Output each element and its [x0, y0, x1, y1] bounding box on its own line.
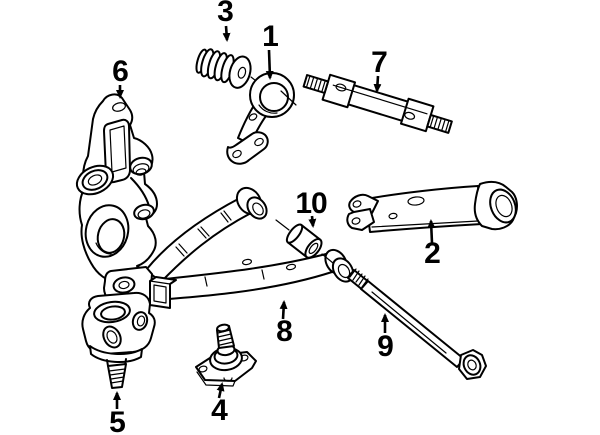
knuckle-top-hole — [112, 102, 126, 112]
callout-arrow-7 — [373, 75, 382, 93]
ball-stud — [107, 363, 127, 389]
callout-label-5: 5 — [109, 406, 125, 435]
part-8-lower-control-arm — [103, 186, 360, 309]
front-eye — [246, 196, 268, 220]
collar — [89, 345, 143, 363]
callout-arrow-4 — [216, 382, 225, 399]
part-6-steering-knuckle — [75, 93, 158, 283]
part-1-upper-arm-bracket — [226, 72, 297, 165]
part-4-flanged-ball-joint — [195, 323, 257, 387]
callout-label-3: 3 — [217, 0, 233, 28]
axis-leader-line — [321, 253, 334, 264]
part-3-grooved-bushing — [195, 48, 261, 89]
axis-leader-line — [280, 90, 297, 106]
callout-arrow-1 — [265, 49, 274, 80]
callout-arrow-3 — [222, 25, 231, 42]
callout-label-10: 10 — [295, 187, 327, 220]
part-10-cylindrical-bushing — [275, 219, 334, 264]
callout-arrow-2 — [427, 219, 436, 244]
callout-arrow-8 — [279, 300, 288, 320]
shaft-right-block — [399, 97, 435, 133]
shaft-hole — [335, 83, 347, 92]
axis-leader-line — [275, 219, 290, 231]
callout-label-4: 4 — [211, 394, 228, 427]
part-7-pivot-shaft — [302, 73, 453, 134]
callout-label-1: 1 — [262, 20, 278, 53]
callout-label-7: 7 — [371, 46, 387, 79]
callout-label-8: 8 — [276, 315, 292, 348]
bracket-foot — [226, 131, 269, 165]
callout-label-6: 6 — [112, 55, 128, 88]
bushing-end-disc — [228, 55, 252, 89]
bolt-hole — [254, 137, 264, 147]
callout-label-2: 2 — [424, 237, 440, 270]
callout-arrow-10 — [308, 215, 317, 228]
bolt-shaft — [360, 280, 465, 368]
part-2-lateral-arm — [346, 180, 518, 233]
front-leg — [145, 197, 252, 283]
arm-top-hole — [407, 196, 425, 206]
bolt-hole — [232, 149, 242, 159]
part-9-through-bolt — [347, 268, 487, 380]
shaft-hole — [404, 111, 416, 120]
part-5-lower-ball-joint — [81, 291, 156, 389]
callouts: 1 3 6 7 10 2 8 9 5 4 — [109, 0, 441, 435]
callout-label-9: 9 — [377, 330, 393, 363]
